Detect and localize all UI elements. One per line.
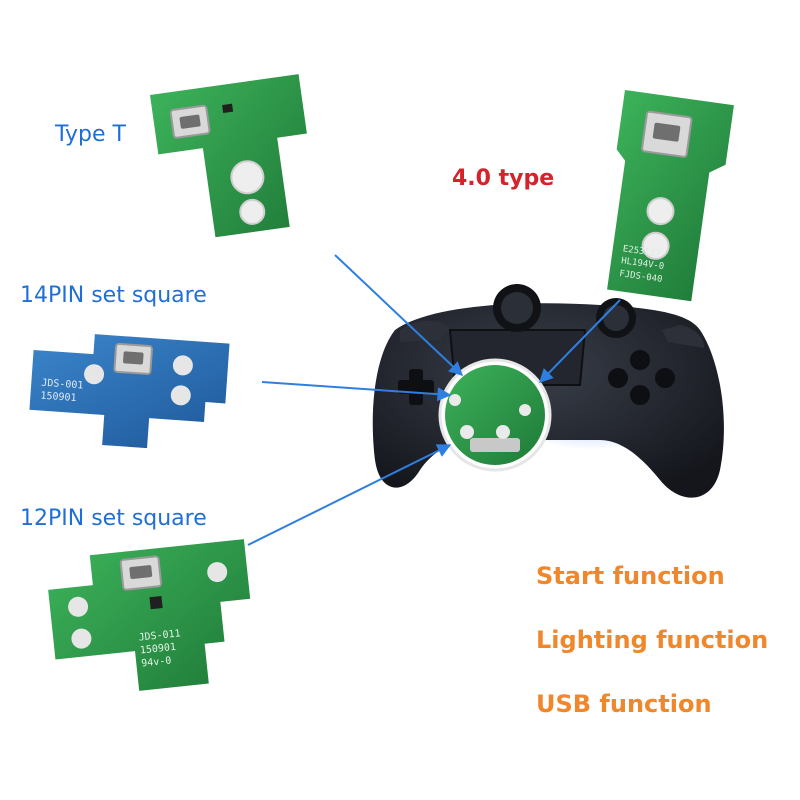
- feature-usb: USB function: [536, 690, 712, 718]
- arrow-40: [539, 299, 621, 384]
- type-t-board: [150, 74, 307, 238]
- label-type-t: Type T: [55, 122, 126, 147]
- arrow-14pin: [261, 381, 452, 402]
- feature-lighting: Lighting function: [536, 626, 769, 654]
- label-type-40: 4.0 type: [452, 166, 555, 191]
- ps4-controller: [372, 284, 724, 498]
- label-14pin: 14PIN set square: [20, 283, 207, 308]
- arrow-12pin: [247, 444, 452, 546]
- feature-start: Start function: [536, 562, 725, 590]
- label-12pin: 12PIN set square: [20, 506, 207, 531]
- pin14-marking-1: JDS-001: [41, 378, 84, 392]
- pin12-marking-3: 94v-0: [141, 655, 172, 669]
- arrow-type-t: [334, 254, 464, 376]
- pin14-board: JDS-001 150901: [29, 334, 230, 449]
- pin12-marking-2: 150901: [139, 642, 176, 657]
- inset-magnifier: [438, 358, 552, 472]
- pointer-arrows: [247, 254, 621, 546]
- pin12-board: JDS-011 150901 94v-0: [48, 539, 251, 691]
- pin14-marking-2: 150901: [40, 391, 77, 404]
- pin12-marking-1: JDS-011: [138, 628, 181, 643]
- type-40-board: E253117 HL194V-0 FJDS-040: [607, 90, 734, 302]
